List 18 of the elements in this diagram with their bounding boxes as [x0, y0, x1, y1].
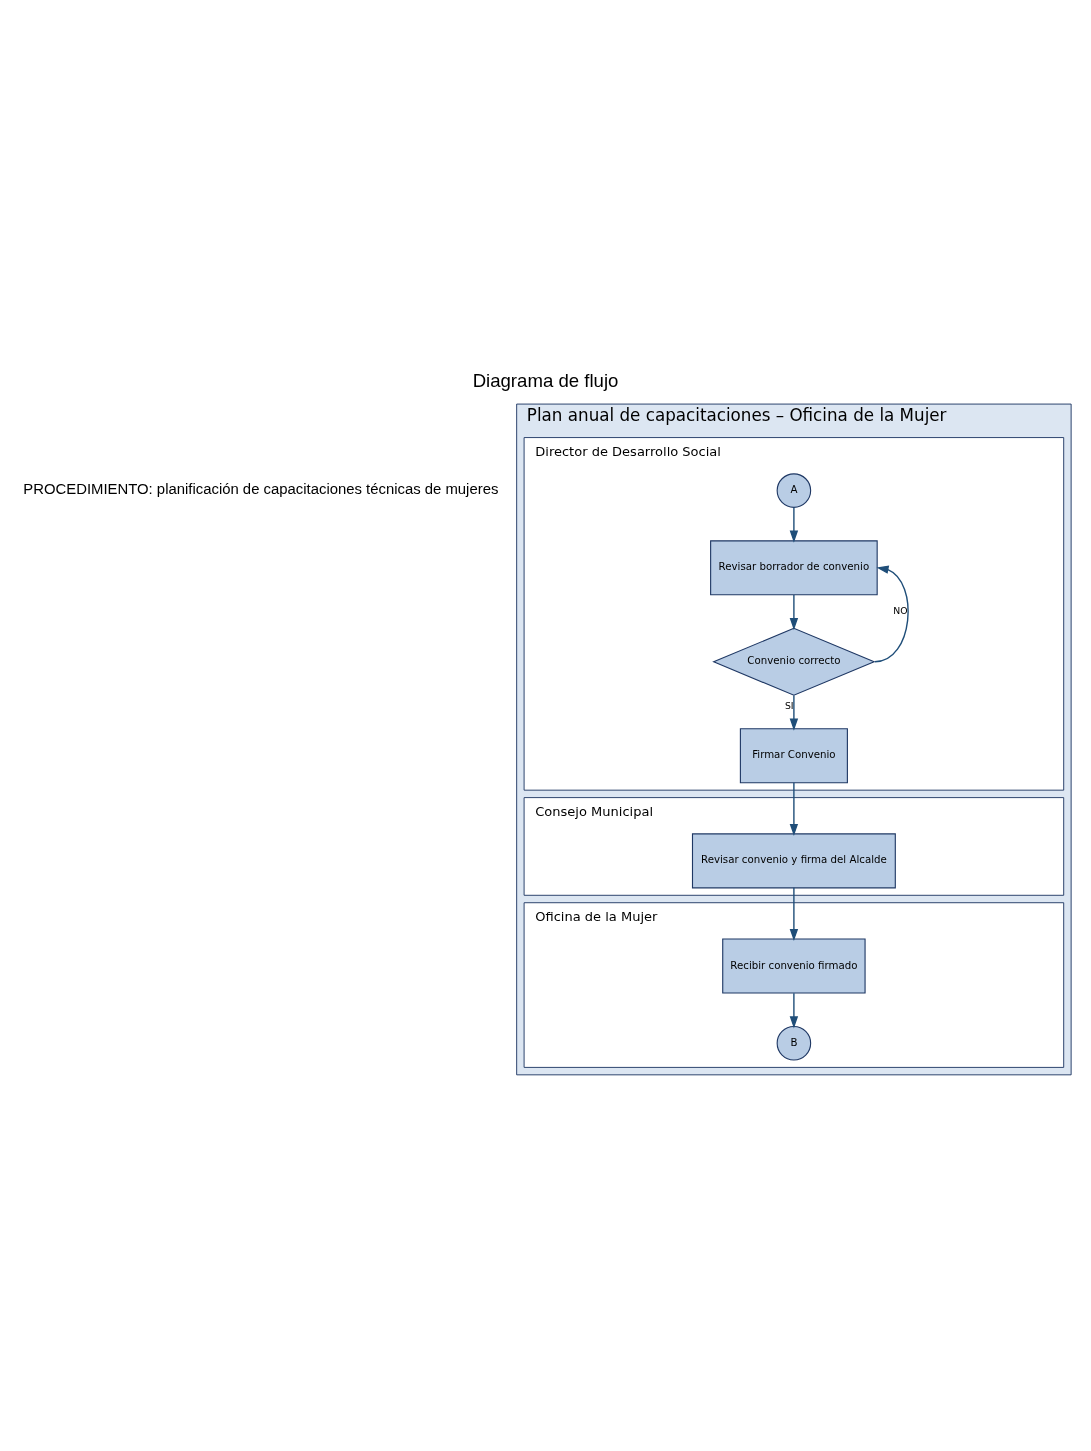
edge-label: NO — [893, 605, 908, 617]
arrow — [789, 694, 799, 731]
node-box: Revisar borrador de convenio — [710, 540, 878, 596]
arrow — [789, 782, 799, 836]
arrow — [874, 565, 909, 663]
node-box: Revisar convenio y firma del Alcalde — [691, 833, 896, 889]
arrow — [789, 594, 799, 631]
node-circle: A — [776, 473, 812, 508]
arrow — [789, 992, 799, 1029]
label: PROCEDIMIENTO: planificación de capacitaciones técnicas de mujeres — [23, 481, 499, 498]
diagram-title: Diagrama de flujo — [472, 370, 619, 392]
node-circle: B — [776, 1025, 812, 1061]
node-box: Firmar Convenio — [739, 728, 848, 784]
edge-label: SI — [784, 700, 794, 712]
arrow — [789, 887, 799, 942]
arrow — [789, 506, 799, 543]
node-diamond: Convenio correcto — [712, 627, 876, 696]
node-box: Recibir convenio firmado — [722, 938, 866, 994]
